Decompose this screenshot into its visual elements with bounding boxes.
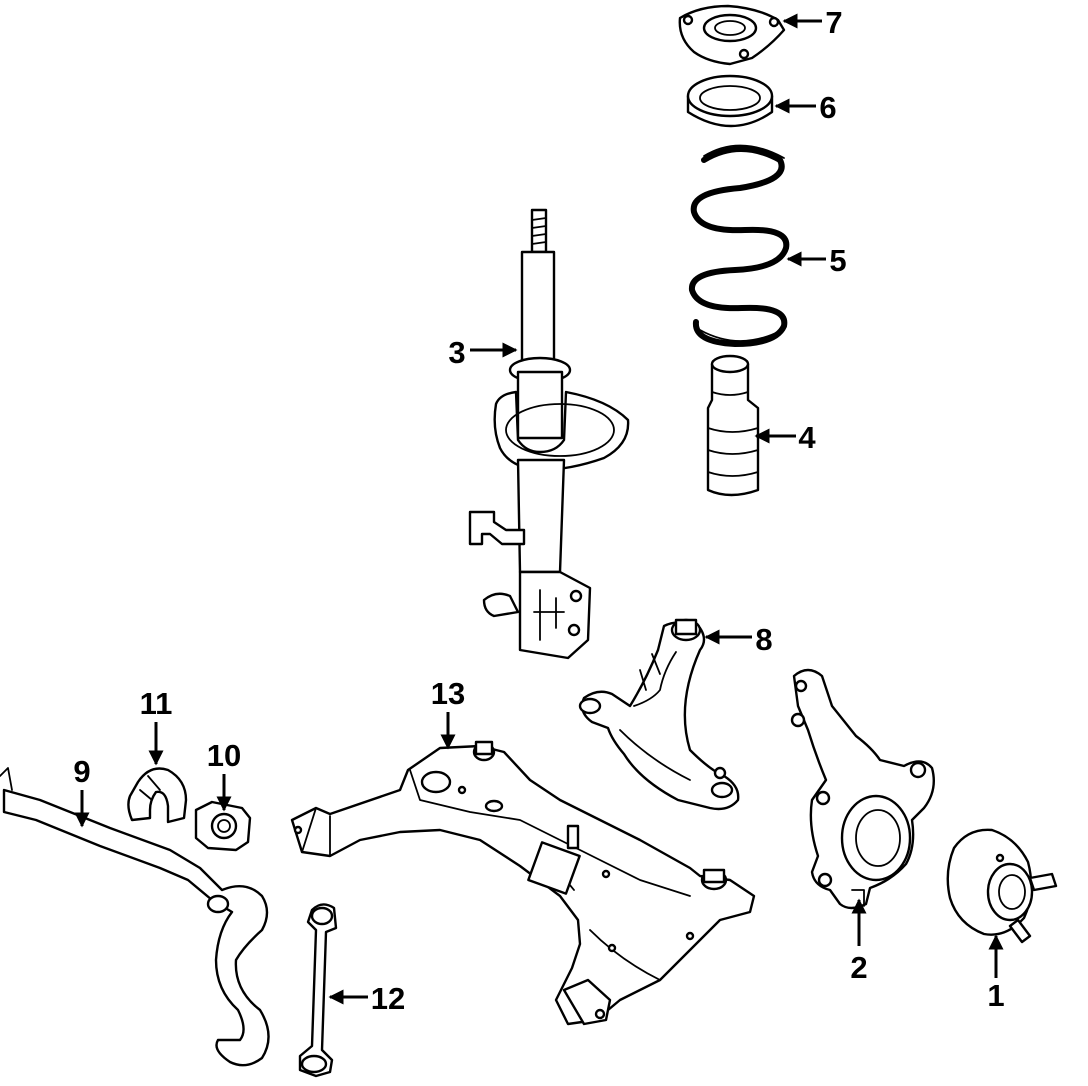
callout-11: 11: [140, 686, 173, 721]
stabilizer-bar-part-9[interactable]: [0, 767, 270, 1067]
callout-13: 13: [431, 676, 465, 711]
subframe-crossmember-part-13[interactable]: [290, 740, 756, 1026]
callout-5: 5: [829, 243, 846, 278]
callout-12: 12: [371, 981, 405, 1016]
callout-3: 3: [448, 335, 465, 370]
callout-10: 10: [207, 738, 241, 773]
callout-4: 4: [798, 420, 816, 455]
steering-knuckle-part-2[interactable]: [790, 668, 935, 910]
callout-1: 1: [987, 978, 1004, 1013]
callout-6: 6: [819, 90, 836, 125]
bump-stop-part-4[interactable]: [706, 354, 760, 497]
callout-8: 8: [755, 622, 772, 657]
lower-control-arm-part-8[interactable]: [578, 618, 740, 811]
strut-mount-part-7[interactable]: [678, 4, 786, 66]
strut-assembly-part-3[interactable]: [468, 208, 630, 660]
strut-bearing-part-6[interactable]: [686, 74, 774, 128]
callout-7: 7: [825, 5, 842, 40]
callout-2: 2: [850, 950, 867, 985]
stabilizer-clamp-part-11[interactable]: [127, 767, 188, 824]
coil-spring-part-5[interactable]: [689, 144, 790, 347]
stabilizer-link-part-12[interactable]: [298, 903, 338, 1078]
callout-9: 9: [73, 754, 90, 789]
hub-bearing-part-1[interactable]: [946, 828, 1058, 944]
